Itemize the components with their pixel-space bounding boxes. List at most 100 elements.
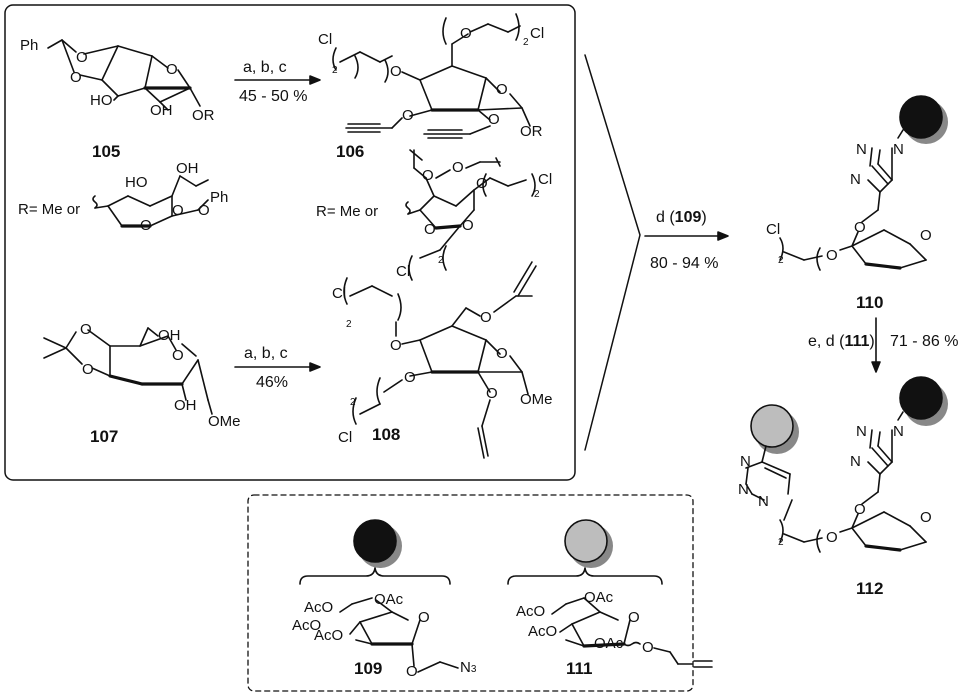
label-sub-a-108: 2 [346,319,352,330]
step4-ref: 111 [844,333,870,350]
step4-reagents: e, d (111) [808,334,875,350]
arrow-step3 [644,231,729,241]
label-o1-106: O [390,63,402,80]
label-rdef2-o2: O [452,159,464,176]
step3-yield: 80 - 94 % [650,255,719,272]
label-rdef2-o1: O [422,167,434,184]
label-o3-106: O [496,81,508,98]
label-cl2-108: Cl [338,429,353,446]
label-n4-112: N [740,453,751,470]
black-group-112 [899,376,943,420]
structure-111 [551,597,713,668]
label-o2-109: O [406,663,418,680]
label-rdef1-ho: HO [125,174,148,191]
label-n1-112: N [856,423,867,440]
label-ho-105: HO [90,92,113,109]
step4-prefix: e, d ( [808,333,845,350]
label-ome-107: OMe [208,413,241,430]
structure-105 [47,39,201,111]
step1-reagents: a, b, c [243,59,287,76]
legend-box [247,494,694,692]
label-cl2-106: Cl [530,25,545,42]
arrow-step2 [234,362,321,372]
label-aco1-111: AcO [516,603,546,620]
label-n1-110: N [856,141,867,158]
label-o1-105: O [76,49,88,66]
reaction-box [4,4,576,481]
label-o4-106: O [402,107,414,124]
label-aco1-109: AcO [304,599,334,616]
label-o4-108: O [404,369,416,386]
label-o5-108: O [486,385,498,402]
label-aco2-109: AcO [292,617,322,634]
step3-ref: 109 [674,209,702,226]
structure-106 [332,13,531,139]
label-n2-112: N [893,423,904,440]
compound-label-110: 110 [856,293,884,312]
label-rdef2-cl1: Cl [538,171,553,188]
label-rdef1-o1: O [172,202,184,219]
label-sub-a-106: 2 [332,65,338,76]
label-rdef1: R= Me or [18,201,81,218]
label-o2-108: O [480,309,492,326]
structure-112 [745,376,948,553]
label-or-105: OR [192,107,215,124]
label-o2-111: O [642,639,654,656]
grey-group-legend [564,519,608,563]
label-n3-base-109: N [460,659,471,676]
label-o1-107: O [80,321,92,338]
label-n6-112: N [758,493,769,510]
label-sub-112: 2 [778,537,784,548]
label-n3-110: N [850,171,861,188]
label-cl1-106: Cl [318,31,333,48]
label-sub-110: 2 [778,255,784,266]
compound-label-109: 109 [354,659,383,678]
structure-110 [779,95,948,271]
label-rdef2: R= Me or [316,203,379,220]
label-rdef1-o2: O [198,202,210,219]
label-o1-108: O [390,337,402,354]
legend-grey-group [507,519,663,585]
step2-reagents: a, b, c [244,345,288,362]
label-rdef1-ph: Ph [210,189,229,206]
label-o1-109: O [418,609,430,626]
structure-rdef1 [92,175,209,228]
label-o1-112: O [854,501,866,518]
label-o1-111: O [628,609,640,626]
label-o2-110: O [920,227,932,244]
structure-rdef2 [405,149,536,281]
label-n2-110: N [893,141,904,158]
label-rdef1-oh: OH [176,160,199,177]
label-oh2-107: OH [174,397,197,414]
label-n3-sub-109: 3 [470,664,477,675]
label-ph-105: Ph [20,37,39,54]
step3-reagents: d (109) [656,210,707,226]
label-oh-105: OH [150,102,173,119]
label-o1-110: O [854,219,866,236]
label-o3-105: O [166,61,178,78]
label-or-106: OR [520,123,543,140]
converging-bracket [584,54,641,451]
step4-suffix: ) [869,333,875,350]
label-o2-112: O [920,509,932,526]
structure-107 [43,327,213,415]
step3-suffix: ) [701,209,707,226]
label-o3-108: O [496,345,508,362]
compound-label-112: 112 [856,579,884,598]
label-rdef1-o3: O [140,217,152,234]
label-rdef2-cl2: Cl [396,263,411,280]
compound-label-107: 107 [90,427,119,446]
label-o2-105: O [70,69,82,86]
label-oac1-109: OAc [374,591,404,608]
label-rdef2-o3: O [476,175,488,192]
compound-label-108: 108 [372,425,401,444]
compound-label-111: 111 [566,659,593,678]
label-oac2-111: OAc [594,635,624,652]
label-rdef2-o5: O [462,217,474,234]
label-o2-107: O [82,361,94,378]
label-oac1-111: OAc [584,589,614,606]
step2-yield: 46% [256,374,289,391]
label-rdef2-o4: O [424,221,436,238]
arrow-step4 [871,317,881,373]
